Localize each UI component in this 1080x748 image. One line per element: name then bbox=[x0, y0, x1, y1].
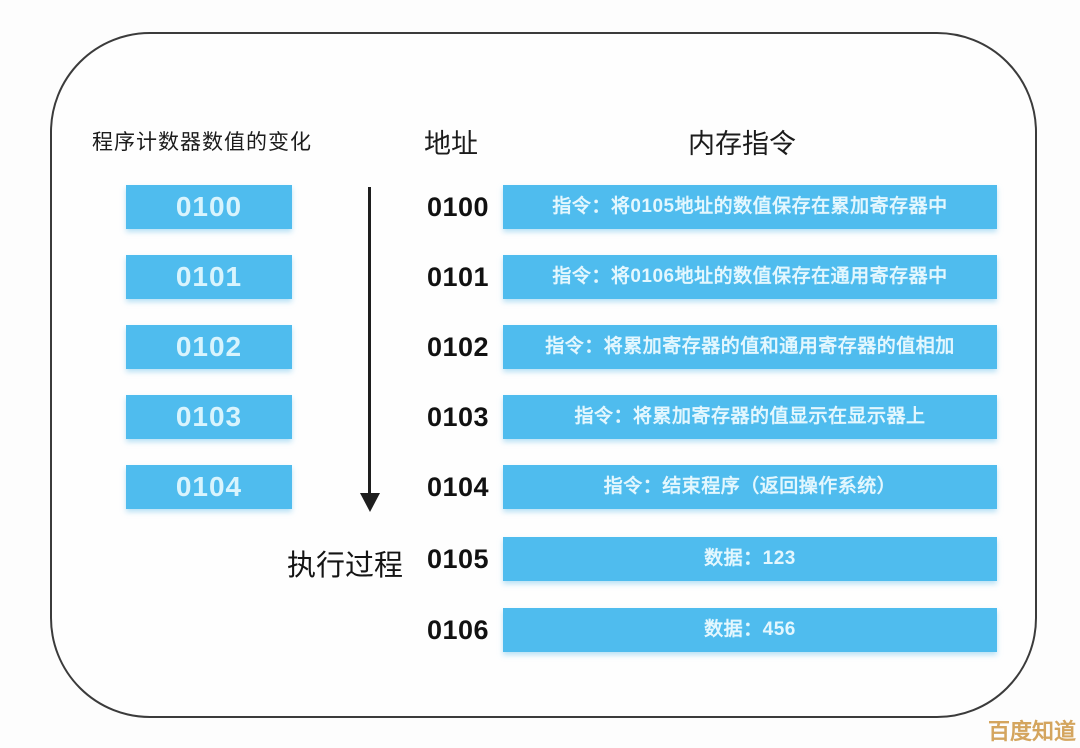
pc-value-box: 0101 bbox=[126, 255, 292, 299]
execution-process-label: 执行过程 bbox=[286, 550, 403, 582]
address-label: 0101 bbox=[426, 262, 490, 292]
pc-value-box: 0104 bbox=[126, 465, 292, 509]
address-label: 0104 bbox=[426, 472, 490, 502]
address-label: 0105 bbox=[426, 544, 490, 574]
memory-column-header: 内存指令 bbox=[688, 129, 796, 159]
memory-instruction-box: 指令：将累加寄存器的值显示在显示器上 bbox=[503, 395, 997, 439]
memory-data-box: 数据：123 bbox=[503, 537, 997, 581]
pc-value-box: 0100 bbox=[126, 185, 292, 229]
pc-column-header: 程序计数器数值的变化 bbox=[92, 131, 312, 154]
rounded-frame bbox=[50, 32, 1037, 718]
address-label: 0106 bbox=[426, 615, 490, 645]
address-column-header: 地址 bbox=[424, 129, 478, 159]
memory-instruction-box: 指令：将累加寄存器的值和通用寄存器的值相加 bbox=[503, 325, 997, 369]
address-label: 0100 bbox=[426, 192, 490, 222]
memory-instruction-box: 指令：将0105地址的数值保存在累加寄存器中 bbox=[503, 185, 997, 229]
memory-instruction-box: 指令：将0106地址的数值保存在通用寄存器中 bbox=[503, 255, 997, 299]
execution-arrow-line bbox=[368, 187, 371, 495]
address-label: 0102 bbox=[426, 332, 490, 362]
pc-value-box: 0103 bbox=[126, 395, 292, 439]
baidu-zhidao-watermark: 百度知道 bbox=[988, 719, 1077, 744]
memory-data-box: 数据：456 bbox=[503, 608, 997, 652]
execution-arrow-head-icon bbox=[360, 493, 380, 512]
memory-instruction-box: 指令：结束程序（返回操作系统） bbox=[503, 465, 997, 509]
address-label: 0103 bbox=[426, 402, 490, 432]
pc-value-box: 0102 bbox=[126, 325, 292, 369]
